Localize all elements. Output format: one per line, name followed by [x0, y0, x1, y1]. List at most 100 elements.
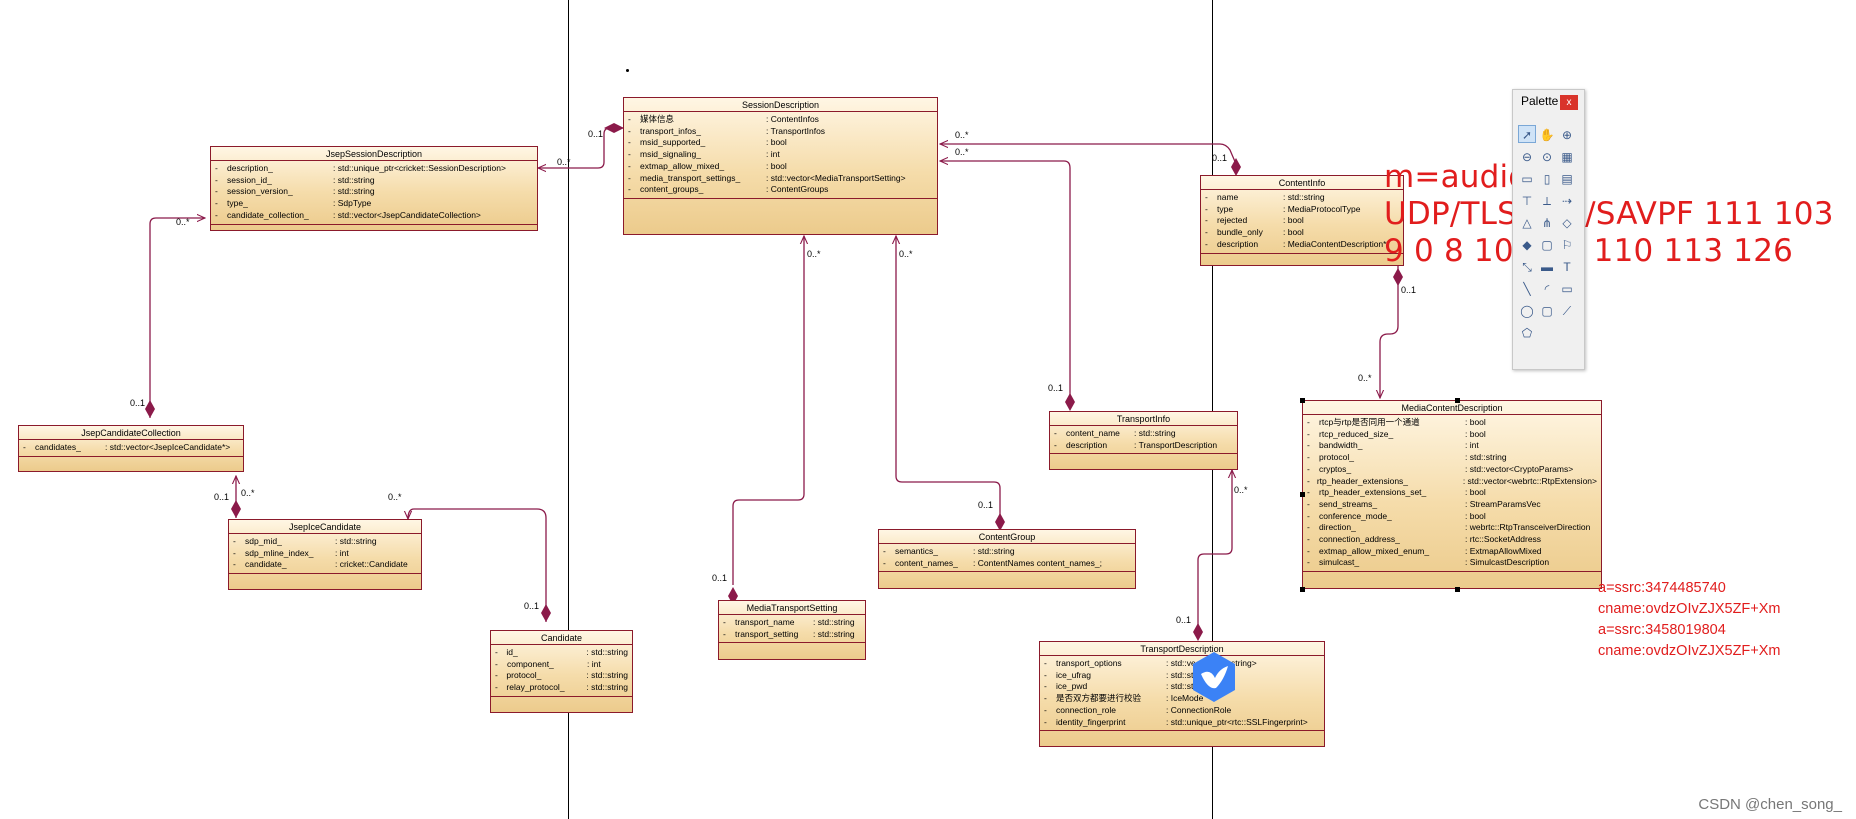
composition-tool-icon[interactable]: ◆	[1522, 238, 1532, 252]
class-name: ContentGroup	[879, 530, 1135, 544]
selection-handle[interactable]	[1300, 492, 1305, 497]
class-content-info[interactable]: ContentInfo -name: std::string -type: Me…	[1200, 175, 1404, 266]
class-candidate[interactable]: Candidate -id_: std::string -component_:…	[490, 630, 633, 713]
attribute-row: -transport_options: std::vector<std::str…	[1044, 658, 1257, 668]
class-jsep-ice-candidate[interactable]: JsepIceCandidate -sdp_mid_: std::string …	[228, 519, 422, 590]
package-tool-icon[interactable]: ▤	[1561, 172, 1573, 186]
note-tool-icon[interactable]: ▢	[1541, 238, 1553, 252]
dependency-tool-icon[interactable]: ⇢	[1561, 194, 1573, 208]
multiplicity-label: 0..*	[1358, 373, 1372, 383]
attribute-row: -rtcp_reduced_size_: bool	[1307, 428, 1486, 439]
attribute-row: -transport_setting: std::string	[723, 628, 855, 639]
rounded-rect-tool-icon[interactable]: ▢	[1541, 304, 1553, 318]
aggregation-tool-icon[interactable]: ◇	[1562, 216, 1572, 230]
swimlane-divider	[1212, 0, 1213, 819]
select-pointer-icon[interactable]: ➚	[1518, 125, 1536, 143]
multiplicity-label: 0..1	[1176, 615, 1192, 625]
multiplicity-label: 0..*	[955, 147, 969, 157]
multiplicity-label: 0..1	[978, 500, 994, 510]
attribute-row: -content_names_: ContentNames content_na…	[883, 557, 1102, 568]
attribute-row: -description: TransportDescription	[1054, 439, 1218, 450]
class-media-content-description[interactable]: MediaContentDescription -rtcp与rtp是否同用一个通…	[1302, 400, 1602, 589]
attribute-row: -media_transport_settings_: std::vector<…	[628, 172, 906, 183]
close-icon[interactable]: x	[1560, 95, 1578, 110]
palette-window[interactable]: Palette x ➚✋⊕ ⊖⊙▦ ▭▯▤ ⊤⟂⇢ △⋔◇ ◆▢⚐ ⤡▬T ╲◜…	[1512, 89, 1585, 370]
attribute-row: -rejected: bool	[1205, 215, 1304, 226]
multiplicity-label: 0..1	[130, 398, 146, 408]
attribute-row: -content_name: std::string	[1054, 428, 1176, 438]
realization-tool-icon[interactable]: ⋔	[1541, 216, 1553, 230]
connector-tool-icon[interactable]: ⤡	[1522, 260, 1532, 274]
selection-handle[interactable]	[1300, 398, 1305, 403]
interface-tool-icon[interactable]: ▯	[1543, 172, 1551, 186]
class-session-description[interactable]: SessionDescription -媒体信息: ContentInfos -…	[623, 97, 938, 235]
stray-dot	[626, 69, 629, 72]
selection-handle[interactable]	[1300, 587, 1305, 592]
selection-handle[interactable]	[1455, 587, 1460, 592]
zoom-in-icon[interactable]: ⊕	[1561, 128, 1573, 142]
attribute-row: -name: std::string	[1205, 192, 1325, 202]
floating-assistant-icon[interactable]	[1190, 650, 1238, 704]
class-transport-description[interactable]: TransportDescription -transport_options:…	[1039, 641, 1325, 747]
attribute-row: -是否双方都要进行校验: IceMode	[1044, 693, 1204, 704]
class-media-transport-setting[interactable]: MediaTransportSetting -transport_name: s…	[718, 600, 866, 660]
arc-tool-icon[interactable]: ◜	[1544, 282, 1550, 296]
multiplicity-label: 0..1	[588, 129, 604, 139]
hierarchy-tool-icon[interactable]: ⊤	[1521, 194, 1533, 208]
class-tool-icon[interactable]: ▭	[1521, 172, 1533, 186]
text-tool-icon[interactable]: T	[1563, 260, 1571, 274]
attribute-row: -extmap_allow_mixed_enum_: ExtmapAllowMi…	[1307, 545, 1542, 556]
attribute-row: -msid_supported_: bool	[628, 137, 787, 148]
attribute-row: -id_: std::string	[495, 647, 628, 657]
attribute-row: -description: MediaContentDescription*	[1205, 238, 1387, 249]
class-name: MediaTransportSetting	[719, 601, 865, 615]
class-name: SessionDescription	[624, 98, 937, 112]
attribute-row: -type: MediaProtocolType	[1205, 203, 1361, 214]
ellipse-tool-icon[interactable]: ◯	[1520, 304, 1534, 318]
link-tool-icon[interactable]: ⚐	[1561, 238, 1573, 252]
multiplicity-label: 0..1	[712, 573, 728, 583]
attribute-row: -rtp_header_extensions_: std::vector<web…	[1307, 475, 1597, 486]
class-attributes: -name: std::string -type: MediaProtocolT…	[1201, 190, 1403, 254]
multiplicity-label: 0..*	[1234, 485, 1248, 495]
attribute-row: -simulcast_: SimulcastDescription	[1307, 557, 1550, 568]
selection-handle[interactable]	[1455, 398, 1460, 403]
line-tool-icon[interactable]: ╲	[1523, 282, 1531, 296]
layout-icon[interactable]: ▦	[1561, 150, 1573, 164]
multiplicity-label: 0..*	[807, 249, 821, 259]
attribute-row: -bandwidth_: int	[1307, 440, 1479, 451]
class-name: JsepCandidateCollection	[19, 426, 243, 440]
attribute-row: -conference_mode_: bool	[1307, 510, 1486, 521]
ssrc-annotation: a=ssrc:3474485740 cname:ovdzOIvZJX5ZF+Xm…	[1598, 580, 1781, 659]
multiplicity-label: 0..*	[241, 488, 255, 498]
class-jsep-candidate-collection[interactable]: JsepCandidateCollection -candidates_: st…	[18, 425, 244, 472]
class-attributes: -semantics_: std::string -content_names_…	[879, 544, 1135, 573]
association-tool-icon[interactable]: ⟂	[1542, 194, 1551, 208]
attribute-row: -candidates_: std::vector<JsepIceCandida…	[23, 442, 231, 452]
attribute-row: -candidate_collection_: std::vector<Jsep…	[215, 209, 481, 220]
zoom-out-icon[interactable]: ⊖	[1521, 150, 1533, 164]
multiplicity-label: 0..*	[899, 249, 913, 259]
class-transport-info[interactable]: TransportInfo -content_name: std::string…	[1049, 411, 1238, 470]
attribute-row: -candidate_: cricket::Candidate	[233, 559, 408, 570]
polyline-tool-icon[interactable]: ⟋	[1562, 304, 1572, 318]
multiplicity-label: 0..1	[524, 601, 540, 611]
rectangle-tool-icon[interactable]: ▭	[1561, 282, 1573, 296]
palette-tools: ➚✋ ⊕ ⊖ ⊙ ▦ ▭ ▯ ▤ ⊤ ⟂ ⇢ △ ⋔ ◇ ◆ ▢ ⚐ ⤡ ▬ T ╲ ◜ ▭ ◯ ▢ ⟋ ⬠	[1517, 123, 1581, 344]
class-attributes: -transport_name: std::string -transport_…	[719, 615, 865, 644]
class-content-group[interactable]: ContentGroup -semantics_: std::string -c…	[878, 529, 1136, 589]
attribute-row: -protocol_: std::string	[495, 670, 628, 681]
attribute-row: -sdp_mid_: std::string	[233, 536, 377, 546]
class-jsep-session-description[interactable]: JsepSessionDescription -description_: st…	[210, 146, 538, 231]
attribute-row: -content_groups_: ContentGroups	[628, 184, 829, 195]
class-name: JsepIceCandidate	[229, 520, 421, 534]
attribute-row: -cryptos_: std::vector<CryptoParams>	[1307, 463, 1574, 474]
attribute-row: -sdp_mline_index_: int	[233, 547, 349, 558]
class-name: JsepSessionDescription	[211, 147, 537, 161]
polygon-tool-icon[interactable]: ⬠	[1521, 326, 1533, 340]
inheritance-tool-icon[interactable]: △	[1522, 216, 1532, 230]
button-tool-icon[interactable]: ▬	[1541, 260, 1553, 274]
hand-pan-icon[interactable]: ✋	[1539, 128, 1555, 142]
zoom-fit-icon[interactable]: ⊙	[1541, 150, 1553, 164]
attribute-row: -session_version_: std::string	[215, 186, 375, 197]
